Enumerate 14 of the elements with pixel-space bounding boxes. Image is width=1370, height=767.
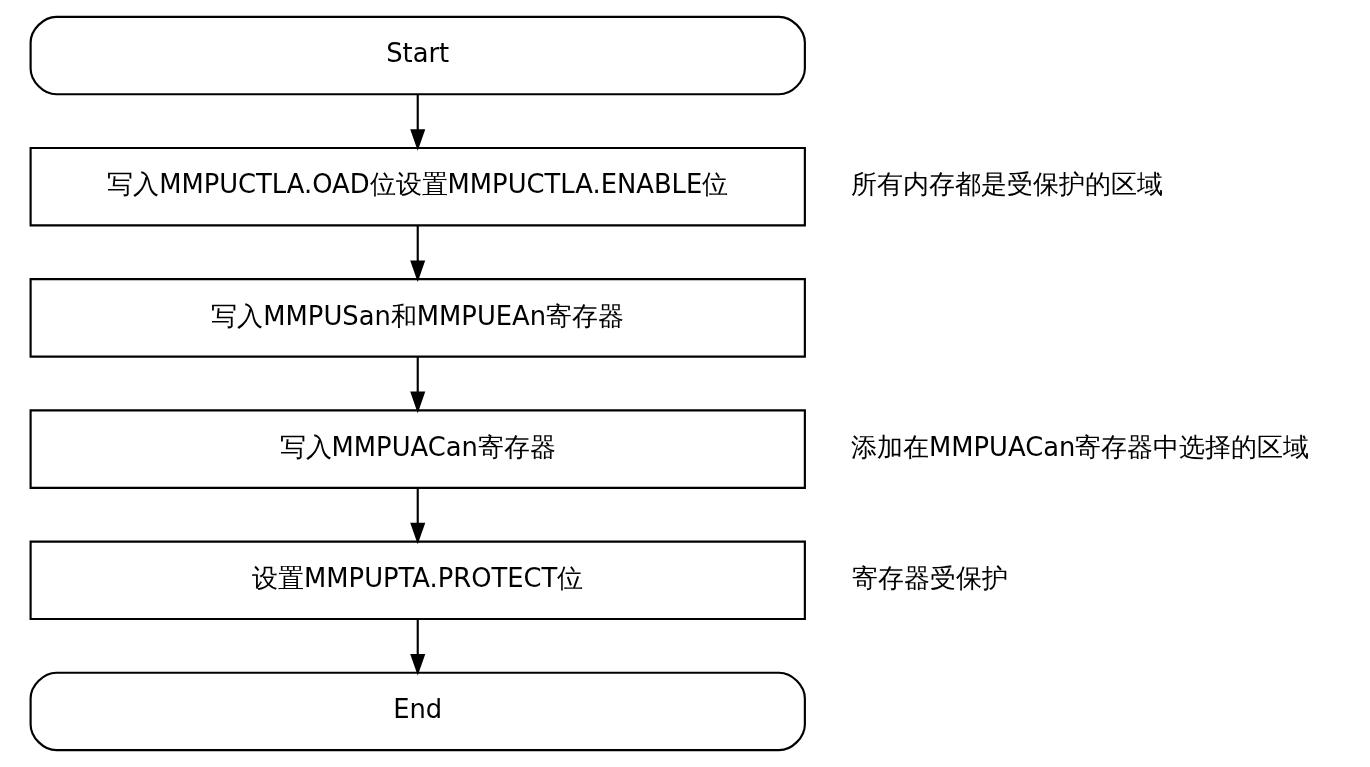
arrow — [409, 225, 425, 282]
node-box: 设置MMPUPTA.PROTECT位 — [29, 540, 806, 621]
node-box: End — [29, 671, 806, 752]
node-label: 寄存器受保护 — [851, 562, 1008, 593]
node-label: 所有内存都是受保护的区域 — [850, 169, 1163, 200]
node-box: 写入MMPUACan寄存器 — [29, 409, 806, 489]
arrow — [409, 619, 425, 676]
arrow — [409, 94, 425, 151]
node-box: 写入MMPUSan和MMPUEAn寄存器 — [29, 278, 806, 358]
node-box: Start — [29, 15, 806, 96]
node-box: 写入MMPUCTLA.OAD位设置MMPUCTLA.ENABLE位 — [29, 146, 806, 227]
node-label: 添加在MMPUACan寄存器中选择的区域 — [850, 431, 1309, 462]
arrow — [409, 356, 425, 414]
arrow — [409, 487, 425, 545]
